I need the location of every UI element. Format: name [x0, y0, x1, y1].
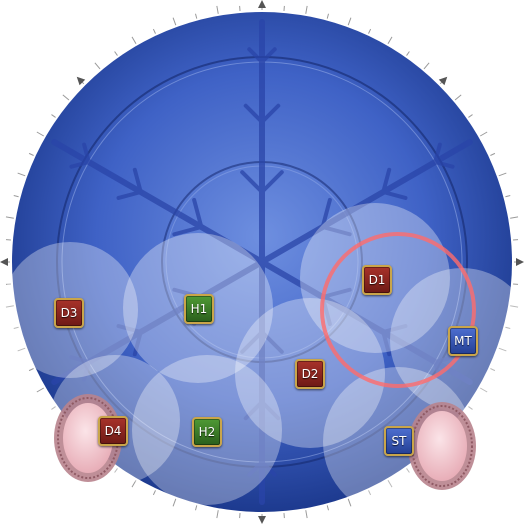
pink-pad-right [408, 402, 476, 490]
marker-d4[interactable]: D4 [98, 416, 128, 446]
marker-d3[interactable]: D3 [54, 298, 84, 328]
marker-h2[interactable]: H2 [192, 417, 222, 447]
marker-h1[interactable]: H1 [184, 294, 214, 324]
marker-st[interactable]: ST [384, 426, 414, 456]
marker-mt[interactable]: MT [448, 326, 478, 356]
marker-d2[interactable]: D2 [295, 359, 325, 389]
marker-d1[interactable]: D1 [362, 265, 392, 295]
